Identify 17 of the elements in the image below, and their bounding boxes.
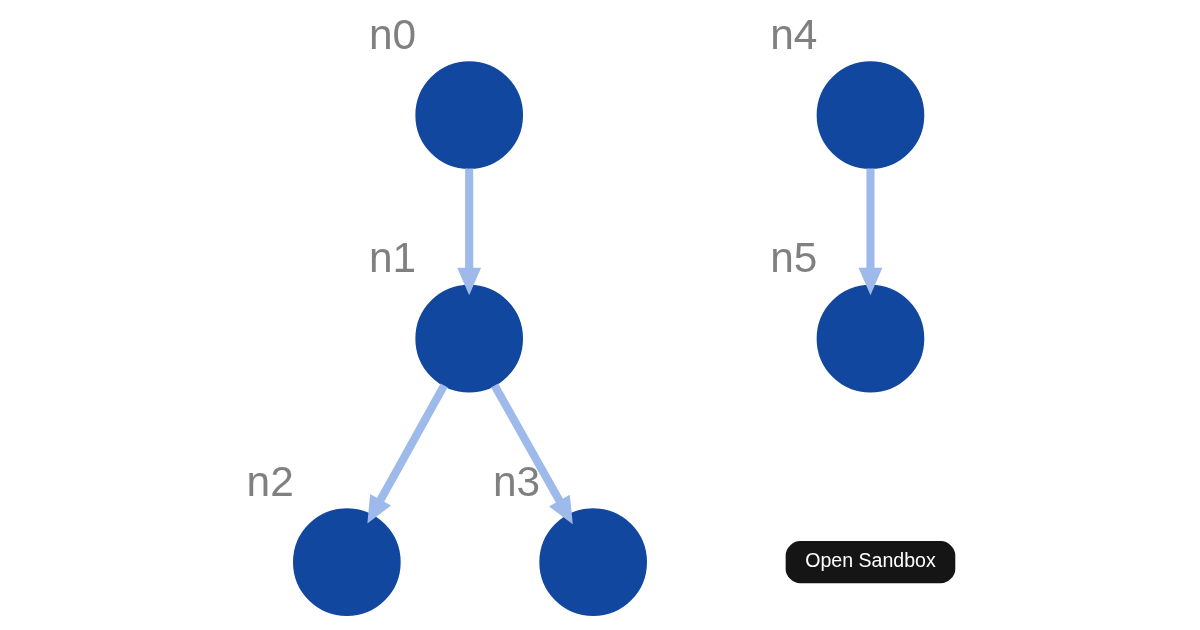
node-circle [538,508,647,616]
label: Open Sandbox [804,549,936,572]
node-circle [292,508,401,616]
arrow [456,168,481,296]
node-label: n2 [246,457,294,505]
node-circle [414,284,523,393]
arrow [490,383,573,525]
node-label: n4 [769,10,817,58]
node-label: n5 [769,234,817,282]
node-label: n0 [368,10,416,58]
arrow [858,168,882,296]
node-circle [414,61,523,169]
node-label: n1 [368,234,416,282]
node-circle [816,61,924,169]
arrow [366,383,448,524]
node-circle [816,284,924,393]
node-label: n3 [492,457,540,505]
